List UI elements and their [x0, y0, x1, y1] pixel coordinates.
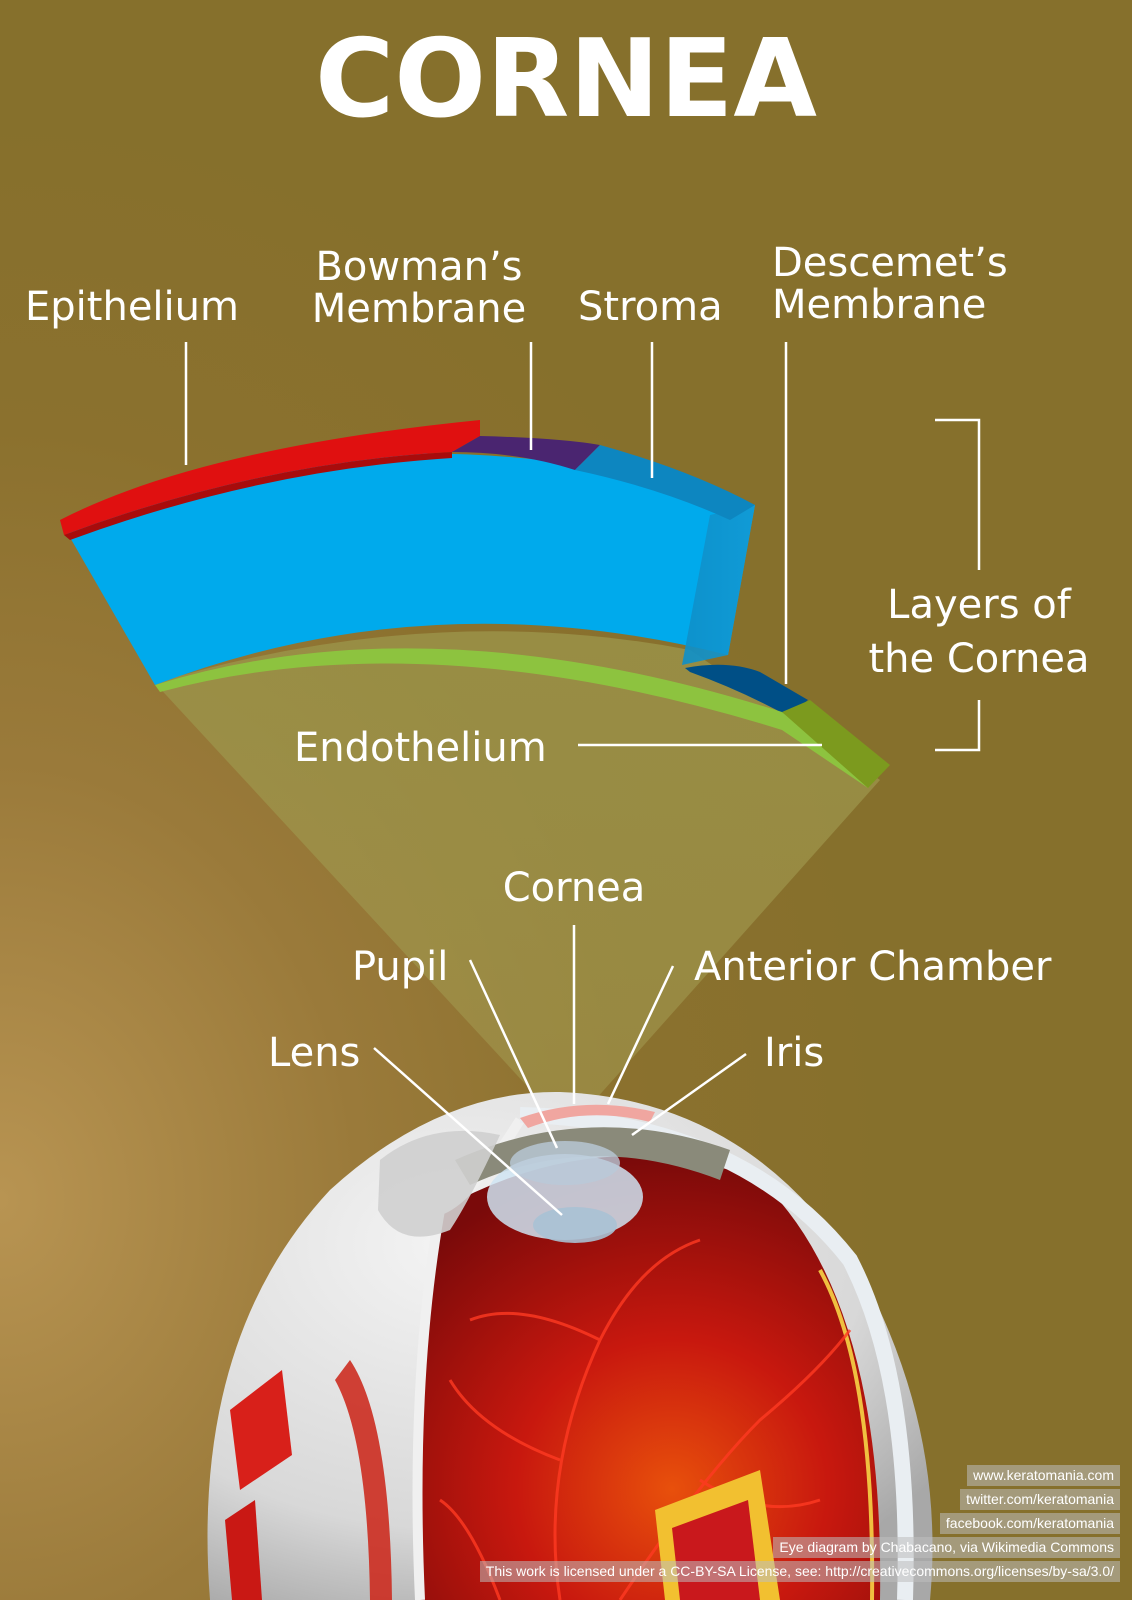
magnification-cone	[155, 631, 880, 1100]
credits-block: www.keratomania.com twitter.com/keratoma…	[400, 1465, 1120, 1585]
cornea-dome	[520, 1104, 655, 1128]
label-epithelium: Epithelium	[25, 284, 239, 330]
retina-interior	[417, 1156, 881, 1600]
label-stroma: Stroma	[578, 284, 723, 330]
muscle-strands	[335, 1360, 392, 1600]
credit-facebook-link[interactable]: facebook.com/keratomania	[939, 1513, 1120, 1534]
leader-anterior-chamber	[606, 965, 675, 1105]
bracket-top	[935, 418, 981, 570]
label-layers-line1: Layers of	[887, 582, 1072, 628]
cornea-section	[60, 420, 890, 788]
credit-website-link[interactable]: www.keratomania.com	[967, 1465, 1120, 1486]
endothelium-layer	[782, 700, 890, 788]
label-descemets-line1: Descemet’s	[772, 240, 1008, 286]
label-layers-line2: the Cornea	[869, 636, 1090, 682]
bracket-bottom	[935, 700, 981, 752]
bowmans-membrane-layer	[452, 436, 600, 470]
label-endothelium: Endothelium	[294, 725, 547, 771]
label-anterior-chamber: Anterior Chamber	[694, 944, 1052, 990]
label-bowmans-line1: Bowman’s	[315, 244, 522, 290]
label-pupil: Pupil	[352, 944, 448, 990]
pupil	[533, 1207, 617, 1243]
page-title: CORNEA	[315, 17, 817, 142]
muscle-left	[230, 1370, 292, 1490]
eyeball-illustration	[207, 1091, 933, 1600]
label-cornea: Cornea	[503, 865, 646, 911]
descemets-membrane-layer	[685, 664, 808, 716]
epithelium-layer	[60, 420, 480, 535]
leader-lens	[373, 1047, 563, 1216]
label-bowmans-line2: Membrane	[312, 286, 526, 332]
label-lens: Lens	[268, 1030, 360, 1076]
anterior-chamber	[510, 1141, 620, 1185]
stroma-top-surface	[575, 445, 755, 520]
leader-iris	[631, 1052, 747, 1137]
credit-twitter-link[interactable]: twitter.com/keratomania	[960, 1489, 1120, 1510]
label-iris: Iris	[764, 1030, 824, 1076]
stroma-layer	[64, 453, 755, 685]
label-descemets-line2: Membrane	[772, 282, 986, 328]
stroma-side-face	[682, 505, 755, 665]
leader-pupil	[468, 959, 559, 1149]
credit-diagram-source: Eye diagram by Chabacano, via Wikimedia …	[773, 1537, 1120, 1558]
credit-license: This work is licensed under a CC-BY-SA L…	[479, 1561, 1120, 1582]
